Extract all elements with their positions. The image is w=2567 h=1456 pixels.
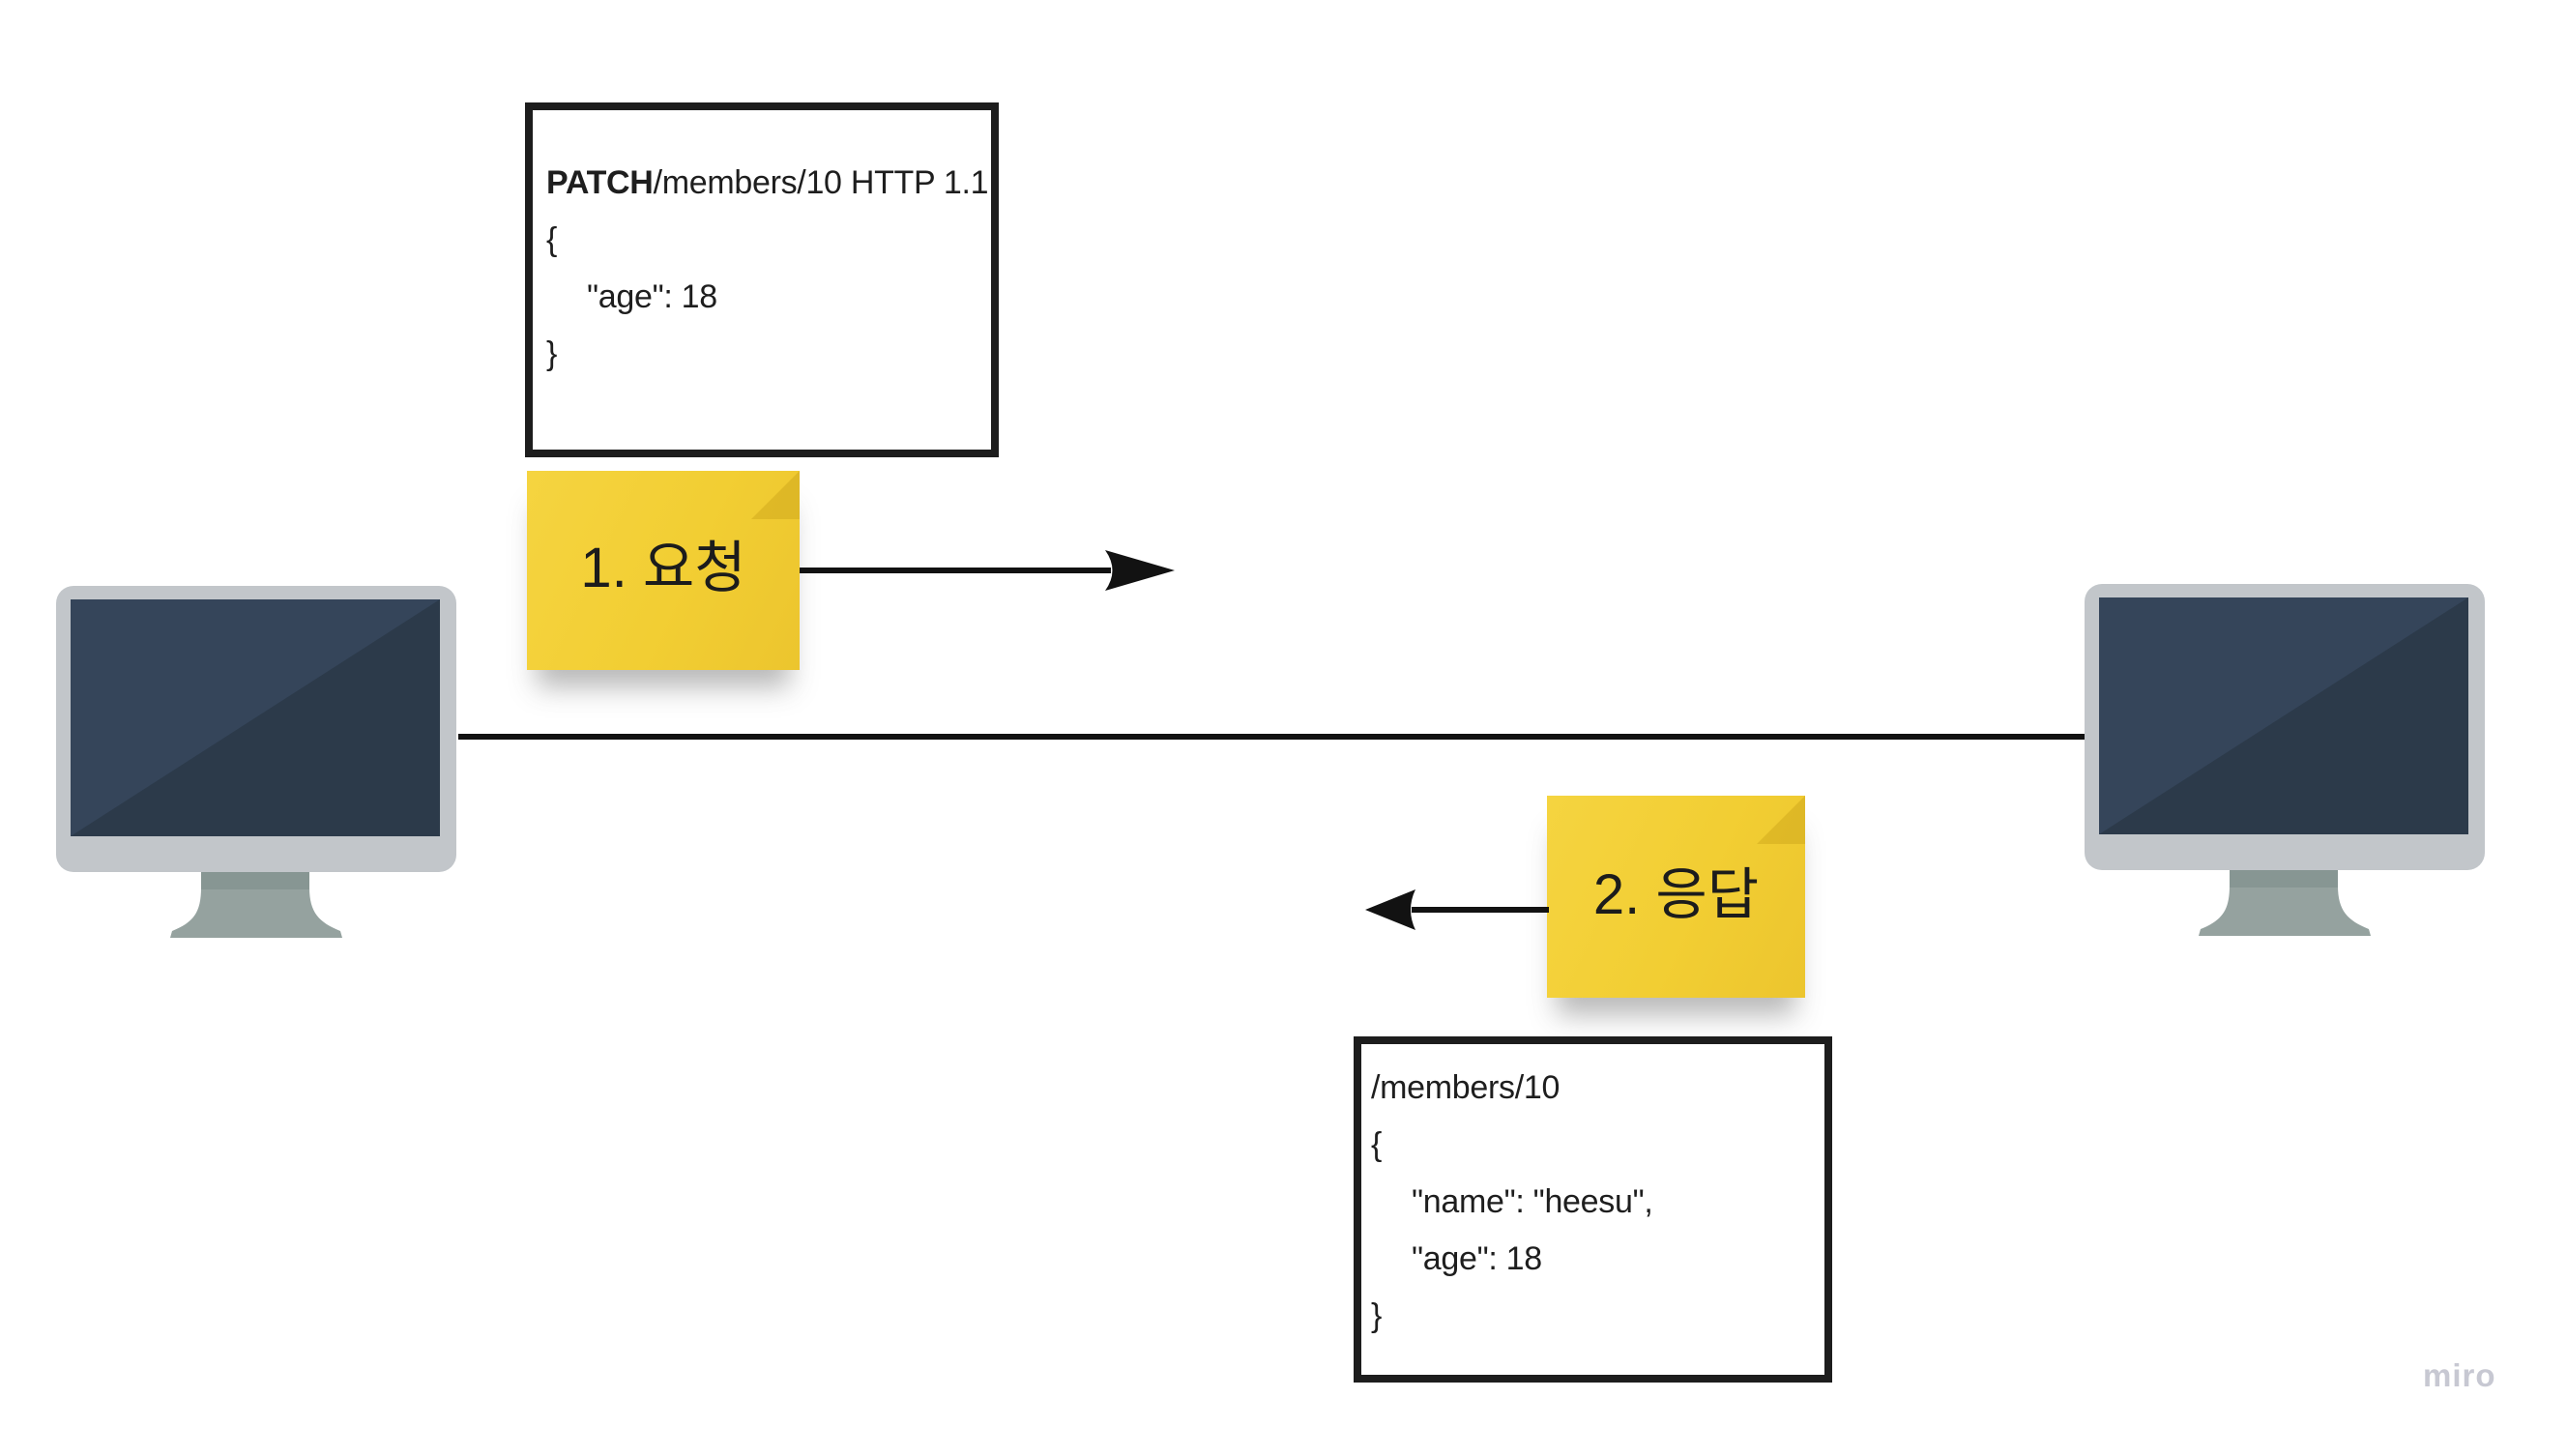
sticky-note-response[interactable]: 2. 응답 [1547,796,1805,998]
sticky-response-label: 2. 응답 [1592,862,1760,926]
code-line: "age": 18 [587,278,717,315]
http-request-box[interactable]: PATCH/members/10 HTTP 1.1 { "age": 18 } [525,102,999,457]
server-monitor-icon[interactable] [2085,584,2485,940]
client-monitor-icon[interactable] [56,586,456,942]
code-line: /members/10 [1371,1069,1561,1106]
http-response-box[interactable]: /members/10 { "name": "heesu", "age": 18… [1354,1036,1832,1383]
arrow-left-icon[interactable] [1363,879,1549,941]
code-line: { [546,221,558,258]
request-line-rest: /members/10 HTTP 1.1 [653,164,989,201]
code-line: { [1371,1126,1383,1163]
code-line: } [546,335,558,372]
code-line: "age": 18 [1412,1240,1542,1277]
code-line: PATCH/members/10 HTTP 1.1 [546,155,989,212]
miro-watermark: miro [2423,1357,2496,1393]
sticky-note-request[interactable]: 1. 요청 [527,471,800,670]
arrow-right-icon[interactable] [800,539,1177,601]
code-line: "name": "heesu", [1412,1183,1653,1220]
http-method: PATCH [546,164,654,201]
code-line: } [1371,1297,1383,1334]
network-connection-line[interactable] [458,734,2086,740]
sticky-request-label: 1. 요청 [580,537,746,599]
